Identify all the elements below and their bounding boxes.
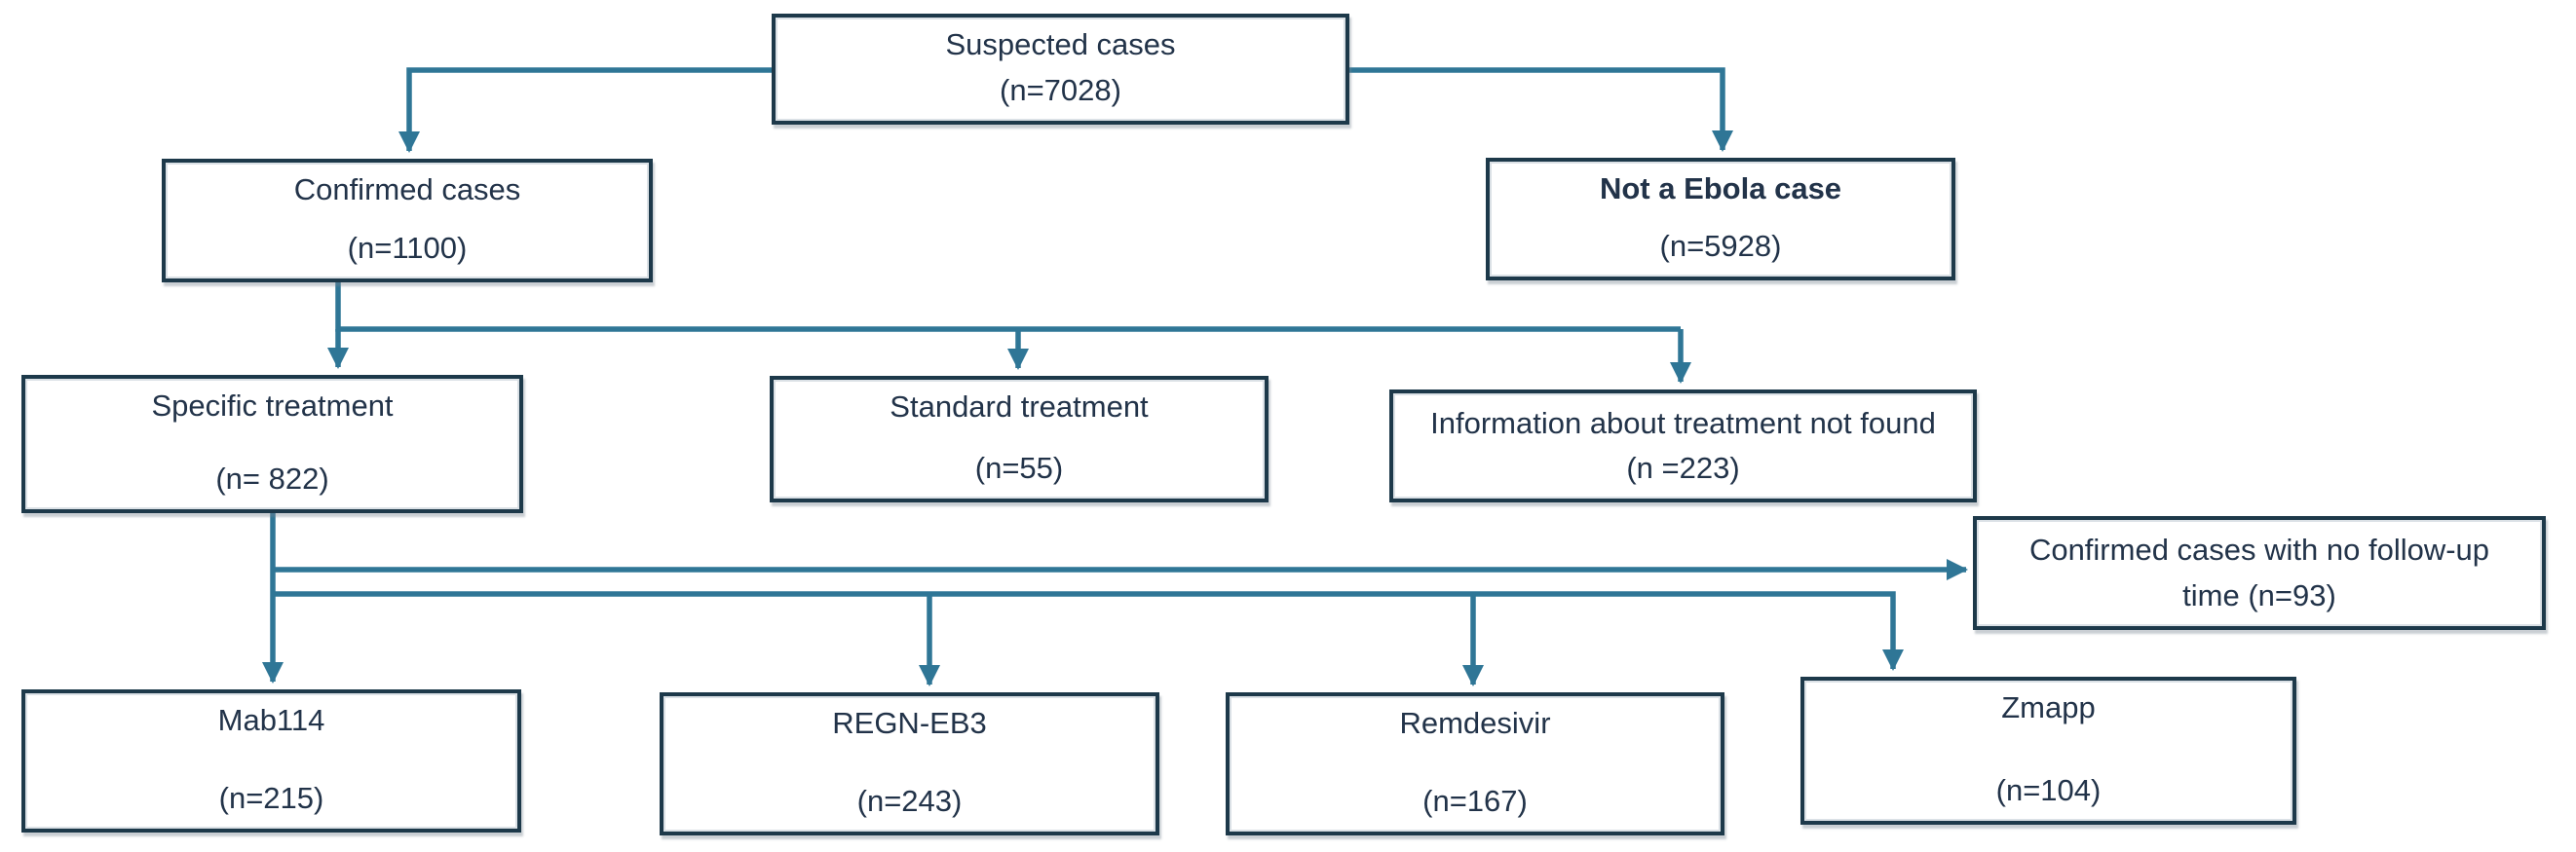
- arrow-to-zmapp: [273, 591, 1904, 671]
- node-count: (n=104): [1995, 772, 2102, 807]
- connector-suspected-to-not-ebola: [1349, 67, 1733, 152]
- node-label: Confirmed cases: [293, 172, 521, 206]
- node-label: Confirmed cases with no follow-up time (…: [2028, 533, 2490, 612]
- node-confirmed-cases: Confirmed cases (n=1100): [162, 159, 653, 282]
- connector-confirmed-children-trunk: [335, 282, 1681, 332]
- connector-suspected-to-confirmed: [398, 67, 772, 153]
- node-standard-treatment: Standard treatment (n=55): [770, 376, 1269, 502]
- node-label: Information about treatment not found (n…: [1430, 405, 1936, 486]
- node-count: (n=1100): [347, 230, 468, 265]
- node-suspected-cases: Suspected cases (n=7028): [772, 14, 1349, 125]
- node-count: (n=215): [218, 780, 324, 815]
- node-remdesivir: Remdesivir (n=167): [1226, 692, 1724, 835]
- node-label: REGN-EB3: [832, 706, 987, 740]
- node-information-not-found: Information about treatment not found (n…: [1389, 389, 1977, 502]
- node-label: Zmapp: [2001, 690, 2096, 724]
- node-label: Remdesivir: [1399, 706, 1551, 740]
- node-not-a-ebola-case: Not a Ebola case (n=5928): [1486, 158, 1955, 280]
- node-label: Specific treatment: [151, 389, 394, 423]
- node-label: Suspected cases: [945, 27, 1176, 61]
- node-count: (n= 822): [215, 461, 329, 496]
- node-count: (n=243): [856, 783, 963, 818]
- node-count: (n=5928): [1659, 228, 1782, 263]
- node-count: (n=7028): [1000, 72, 1121, 107]
- node-no-followup-time: Confirmed cases with no follow-up time (…: [1973, 516, 2546, 630]
- node-mab114: Mab114 (n=215): [21, 689, 521, 833]
- node-count: (n=167): [1422, 783, 1528, 818]
- node-label: Standard treatment: [890, 389, 1149, 424]
- node-label: Mab114: [217, 703, 325, 737]
- node-zmapp: Zmapp (n=104): [1800, 677, 2296, 825]
- node-regn-eb3: REGN-EB3 (n=243): [660, 692, 1159, 835]
- node-label: Not a Ebola case: [1599, 171, 1842, 205]
- node-specific-treatment: Specific treatment (n= 822): [21, 375, 523, 513]
- node-count: (n=55): [974, 450, 1064, 485]
